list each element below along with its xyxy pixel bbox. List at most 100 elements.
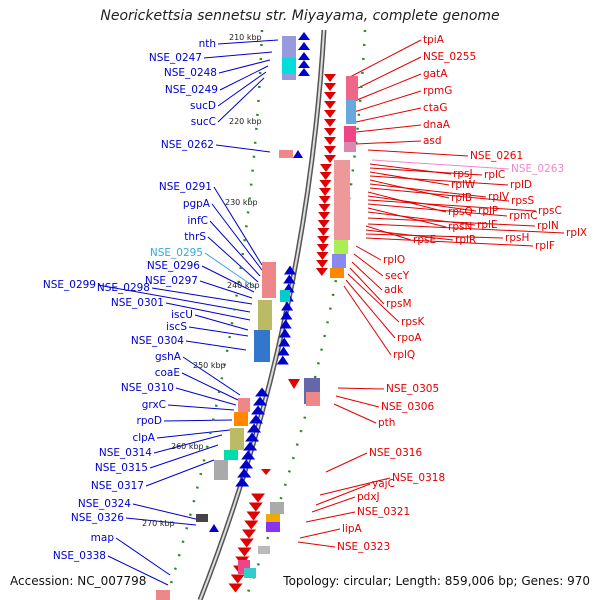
label-connector-line bbox=[211, 203, 263, 271]
label-connector-line bbox=[337, 387, 385, 390]
gene-label-rplp: rplP bbox=[478, 205, 498, 217]
gene-label-tpia: tpiA bbox=[423, 34, 445, 46]
gene-label-rpsj: rpsJ bbox=[453, 168, 473, 180]
forward-gene-arrow bbox=[318, 212, 331, 220]
label-connector-line bbox=[194, 314, 249, 331]
forward-gene-arrow bbox=[324, 137, 336, 145]
label-connector-line bbox=[97, 284, 251, 313]
forward-gene-arrow bbox=[324, 74, 336, 82]
gene-block-orange bbox=[330, 268, 344, 278]
reverse-gene-arrow bbox=[280, 310, 293, 320]
gene-label-asd: asd bbox=[423, 135, 442, 147]
label-connector-line bbox=[201, 265, 255, 293]
gene-label-nse-0298: NSE_0298 bbox=[97, 282, 150, 294]
forward-gene-arrow bbox=[228, 583, 243, 593]
label-connector-line bbox=[367, 203, 508, 217]
reverse-gene-arrow bbox=[293, 150, 303, 158]
label-connector-line bbox=[107, 555, 169, 586]
label-connector-line bbox=[145, 459, 215, 487]
label-connector-line bbox=[311, 496, 356, 513]
gene-label-nse-0315: NSE_0315 bbox=[95, 462, 148, 474]
label-connector-line bbox=[203, 51, 273, 59]
map-title: Neorickettsia sennetsu str. Miyayama, co… bbox=[100, 8, 500, 24]
gene-label-infc: infC bbox=[187, 215, 208, 227]
reverse-gene-arrow bbox=[298, 52, 310, 60]
label-connector-line bbox=[182, 356, 241, 396]
label-connector-line bbox=[367, 149, 469, 157]
kbp-tick-label: 250 kbp bbox=[193, 361, 226, 370]
gene-labels: nthNSE_0247NSE_0248NSE_0249sucDsucCNSE_0… bbox=[43, 34, 587, 562]
gene-block-green bbox=[334, 240, 348, 254]
gene-label-nse-0318: NSE_0318 bbox=[392, 472, 445, 484]
kbp-tick-label: 210 kbp bbox=[229, 33, 262, 42]
gene-block-pink bbox=[156, 590, 170, 600]
gene-label-nse-0338: NSE_0338 bbox=[53, 550, 106, 562]
gene-label-nse-0326: NSE_0326 bbox=[71, 512, 124, 524]
gene-label-rpss: rpsS bbox=[511, 195, 534, 207]
gene-block-cyan bbox=[280, 290, 290, 302]
gene-block-pink bbox=[344, 142, 356, 152]
forward-gene-arrow bbox=[324, 155, 336, 163]
label-connector-line bbox=[219, 65, 269, 91]
reverse-gene-arrow bbox=[298, 32, 310, 40]
reverse-gene-arrow bbox=[245, 432, 260, 442]
gene-label-rpmc: rpmC bbox=[509, 210, 538, 222]
forward-gene-arrow bbox=[239, 538, 254, 548]
gene-label-lipa: lipA bbox=[342, 523, 362, 535]
gene-block-pink bbox=[306, 392, 320, 406]
gene-label-secy: secY bbox=[385, 270, 410, 282]
label-connector-line bbox=[217, 77, 265, 123]
gene-block-dark bbox=[196, 514, 208, 522]
label-connector-line bbox=[209, 220, 261, 277]
gene-label-rplq: rplQ bbox=[393, 349, 415, 361]
label-connector-line bbox=[367, 223, 565, 234]
label-connector-lines bbox=[97, 39, 565, 586]
gene-label-rple: rplE bbox=[477, 219, 498, 231]
label-connector-line bbox=[369, 175, 509, 186]
gene-label-nse-0314: NSE_0314 bbox=[99, 447, 152, 459]
gene-label-nse-0316: NSE_0316 bbox=[369, 447, 422, 459]
label-connector-line bbox=[167, 404, 235, 411]
gene-label-rpsn: rpsN bbox=[448, 221, 472, 233]
gene-label-gsha: gshA bbox=[155, 351, 182, 363]
label-connector-line bbox=[207, 236, 259, 283]
forward-gene-arrow bbox=[316, 244, 329, 252]
gene-block-gray bbox=[214, 460, 228, 480]
gene-label-nse-0247: NSE_0247 bbox=[149, 52, 202, 64]
gene-label-nse-0295: NSE_0295 bbox=[150, 247, 203, 259]
gene-block-teal bbox=[224, 450, 238, 460]
reverse-gene-arrow bbox=[284, 265, 296, 275]
gene-label-rplr: rplR bbox=[455, 234, 476, 246]
gene-block-olive bbox=[258, 300, 272, 330]
label-connector-line bbox=[365, 233, 504, 239]
label-connector-line bbox=[347, 273, 400, 323]
forward-gene-arrow bbox=[317, 236, 330, 244]
gene-label-nse-0321: NSE_0321 bbox=[357, 506, 410, 518]
gene-label-nse-0299: NSE_0299 bbox=[43, 279, 96, 291]
gene-label-rpod: rpoD bbox=[137, 415, 163, 427]
gene-label-rpsk: rpsK bbox=[401, 316, 425, 328]
gene-block-blue bbox=[346, 100, 356, 124]
gene-label-nse-0306: NSE_0306 bbox=[381, 401, 434, 413]
gene-label-nse-0261: NSE_0261 bbox=[470, 150, 523, 162]
reverse-gene-arrow bbox=[276, 355, 289, 365]
gene-label-rpse: rpsE bbox=[413, 234, 436, 246]
forward-gene-arrow bbox=[251, 493, 265, 503]
gene-label-rplb: rplB bbox=[451, 192, 472, 204]
forward-gene-arrow bbox=[246, 511, 261, 521]
forward-gene-arrow bbox=[288, 379, 300, 389]
gene-label-rpsh: rpsH bbox=[505, 232, 529, 244]
label-connector-line bbox=[115, 537, 171, 576]
label-connector-line bbox=[185, 340, 247, 351]
label-connector-line bbox=[353, 90, 422, 113]
gene-label-nse-0305: NSE_0305 bbox=[386, 383, 439, 395]
gene-label-nse-0255: NSE_0255 bbox=[423, 51, 476, 63]
forward-gene-arrow bbox=[319, 180, 332, 188]
gene-block-orange bbox=[234, 412, 248, 426]
reverse-gene-arrow bbox=[237, 468, 252, 478]
forward-gene-arrow bbox=[318, 196, 331, 204]
gene-label-nse-0323: NSE_0323 bbox=[337, 541, 390, 553]
label-connector-line bbox=[343, 285, 392, 356]
gene-label-rpmg: rpmG bbox=[423, 85, 452, 97]
